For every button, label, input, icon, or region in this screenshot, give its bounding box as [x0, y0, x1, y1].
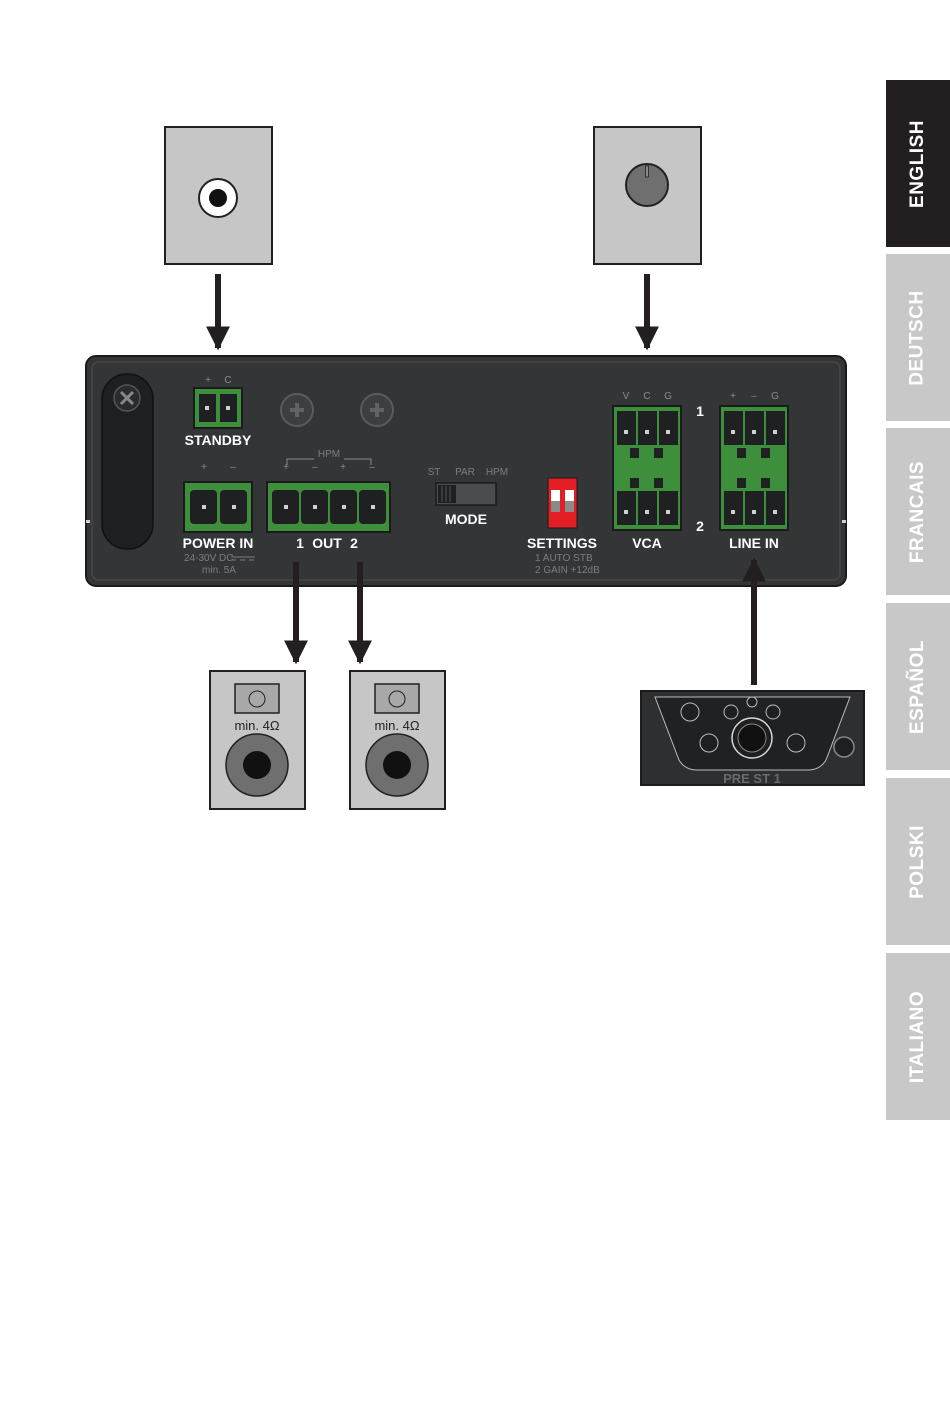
line-in-terminal[interactable]	[720, 406, 788, 530]
preamp-model-label: PRE ST 1	[723, 771, 781, 786]
power-spec-current: min. 5A	[202, 565, 236, 576]
out-label: OUT	[312, 535, 342, 551]
tab-label: POLSKI	[907, 825, 929, 899]
aux-jack-icon	[724, 705, 738, 719]
out-pin-2-minus: –	[369, 462, 375, 473]
standby-button-icon	[834, 737, 854, 757]
preamp-module: PRE ST 1	[641, 691, 864, 786]
power-in-terminal[interactable]	[184, 482, 252, 532]
vca-pin-v: V	[623, 391, 630, 402]
tab-label: FRANCAIS	[907, 460, 929, 562]
out-pin-2-plus: +	[340, 462, 346, 473]
knob-icon	[681, 703, 699, 721]
speaker-1: min. 4Ω	[210, 671, 305, 809]
volume-knob-box	[594, 127, 701, 264]
power-in-label: POWER IN	[183, 535, 254, 551]
standby-label: STANDBY	[185, 432, 252, 448]
tab-english[interactable]: ENGLISH	[886, 80, 950, 247]
speaker-1-load: min. 4Ω	[234, 718, 279, 733]
mode-switch[interactable]	[436, 483, 496, 505]
knob-icon	[787, 734, 805, 752]
speaker-2-load: min. 4Ω	[374, 718, 419, 733]
line-in-pin-minus: –	[751, 391, 757, 402]
settings-option-2: 2 GAIN +12dB	[535, 565, 600, 576]
mode-option-st: ST	[428, 467, 441, 478]
out-pin-1-plus: +	[283, 462, 289, 473]
tab-label: ITALIANO	[907, 990, 929, 1082]
line-in-pin-plus: +	[730, 391, 736, 402]
standby-pin-plus: +	[205, 375, 211, 386]
tab-polski[interactable]: POLSKI	[886, 778, 950, 945]
settings-label: SETTINGS	[527, 535, 597, 551]
standby-jack-box	[165, 127, 272, 264]
power-spec-voltage: 24-30V DC	[184, 553, 233, 564]
out-channel-1: 1	[296, 535, 304, 551]
channel-2-marker: 2	[696, 518, 704, 534]
speaker-2: min. 4Ω	[350, 671, 445, 809]
power-pin-plus: +	[201, 462, 207, 473]
vca-pin-c: C	[643, 391, 650, 402]
power-pin-minus: –	[230, 462, 236, 473]
tab-italiano[interactable]: ITALIANO	[886, 953, 950, 1120]
line-in-pin-g: G	[771, 391, 779, 402]
mode-option-hpm: HPM	[486, 467, 508, 478]
vca-pin-g: G	[664, 391, 672, 402]
standby-pin-c: C	[224, 375, 231, 386]
line-in-label: LINE IN	[729, 535, 779, 551]
tab-label: ENGLISH	[907, 120, 929, 208]
standby-terminal[interactable]	[194, 388, 242, 428]
tab-label: DEUTSCH	[907, 290, 929, 385]
vca-label: VCA	[632, 535, 662, 551]
tab-label: ESPAÑOL	[907, 640, 929, 734]
tab-deutsch[interactable]: DEUTSCH	[886, 254, 950, 421]
settings-option-1: 1 AUTO STB	[535, 553, 593, 564]
vca-terminal[interactable]	[613, 406, 681, 530]
mode-option-par: PAR	[455, 467, 475, 478]
out-channel-2: 2	[350, 535, 358, 551]
connection-diagram: + C STANDBY + – POWER IN 24-30V DC	[0, 0, 880, 820]
mode-label: MODE	[445, 511, 487, 527]
tab-espanol[interactable]: ESPAÑOL	[886, 603, 950, 770]
link-button-icon	[766, 705, 780, 719]
out-pin-1-minus: –	[312, 462, 318, 473]
channel-1-marker: 1	[696, 403, 704, 419]
settings-dip-switch[interactable]	[548, 478, 577, 528]
hpm-label: HPM	[318, 449, 340, 460]
brand-logo-icon	[747, 697, 757, 707]
device-panel: + C STANDBY + – POWER IN 24-30V DC	[86, 356, 846, 586]
knob-icon	[700, 734, 718, 752]
out-terminal[interactable]	[267, 482, 390, 532]
tab-francais[interactable]: FRANCAIS	[886, 428, 950, 595]
